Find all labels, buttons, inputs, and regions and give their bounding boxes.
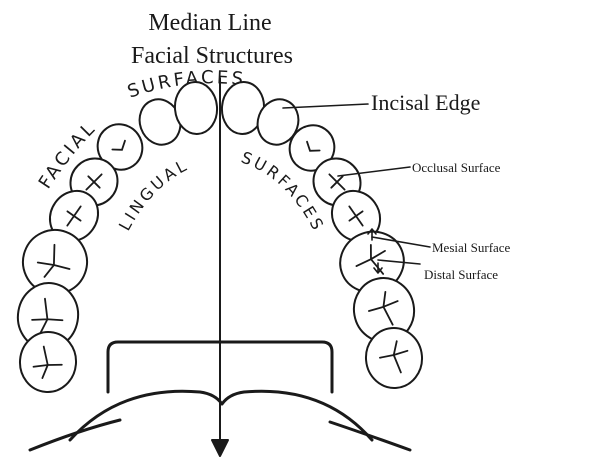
distal-surface-label: Distal Surface <box>424 267 498 282</box>
occlusal-surface-label: Occlusal Surface <box>412 160 501 175</box>
incisal-edge-leader <box>283 104 368 108</box>
dental-arch-teeth <box>13 80 425 394</box>
title-facial-structures: Facial Structures <box>131 43 293 69</box>
title-median-line: Median Line <box>148 10 271 36</box>
incisal-edge-label: Incisal Edge <box>371 90 480 115</box>
mesial-surface-label: Mesial Surface <box>432 240 511 255</box>
